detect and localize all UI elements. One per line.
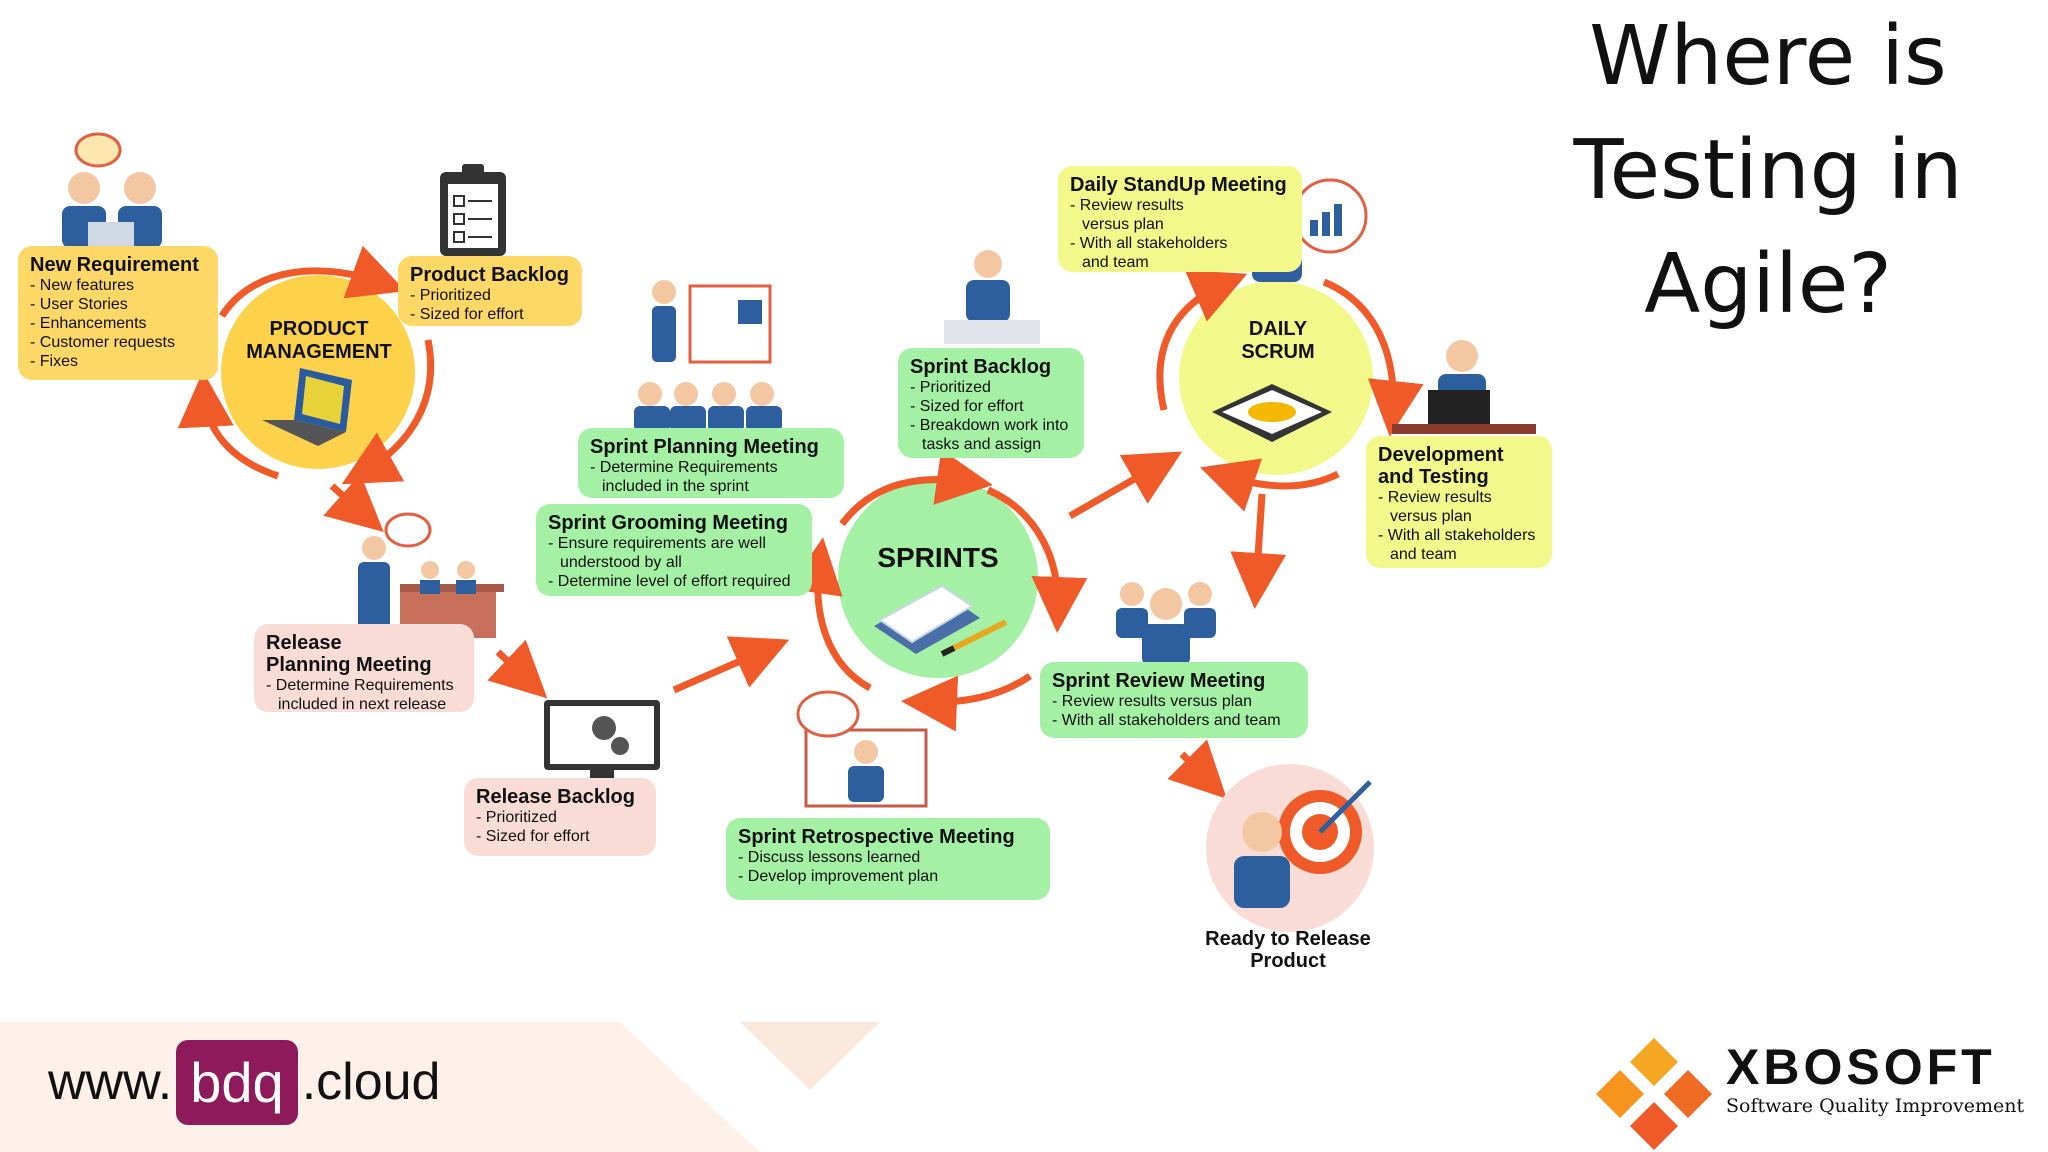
arrow-pm-to-release [323, 473, 384, 532]
xbosoft-logo: XBOSOFT Software Quality Improvement [1726, 1040, 2026, 1118]
sprint-arrow-bottom [901, 673, 1032, 732]
pm-arrow-top [219, 245, 406, 318]
sprint-planning-heading: Sprint Planning Meeting [590, 436, 819, 458]
sprint-arrow-left [787, 537, 872, 692]
xbosoft-name: XBOSOFT [1726, 1039, 1996, 1095]
new-requirement-heading: New Requirement [30, 254, 199, 276]
bdq-cloud-logo: www. bdq .cloud [48, 1026, 440, 1138]
bdq-badge: bdq [176, 1039, 298, 1125]
release-planning-heading-2: Planning Meeting [266, 654, 432, 676]
pm-arrow-right [341, 339, 435, 485]
sprint-review-box: Sprint Review Meeting - Review results v… [1040, 662, 1308, 738]
footer-band-accent [740, 1022, 880, 1090]
sprints-label: SPRINTS [877, 542, 999, 573]
sprint-backlog-box: Sprint Backlog - Prioritized - Sized for… [898, 348, 1084, 458]
sprint-arrow-top [839, 449, 993, 527]
scrum-arrow-left [1156, 270, 1248, 411]
sprint-grooming-heading: Sprint Grooming Meeting [548, 512, 788, 534]
team-illustration-top-left [62, 132, 162, 250]
retrospective-illustration [796, 690, 928, 808]
arrow-sprint-to-scrum [1068, 451, 1183, 520]
development-testing-box: Development and Testing - Review results… [1366, 436, 1552, 568]
xbosoft-tagline: Software Quality Improvement [1726, 1095, 2025, 1117]
sprint-planning-box: Sprint Planning Meeting - Determine Requ… [578, 428, 844, 498]
daily-scrum-label: DAILY SCRUM [1241, 318, 1315, 363]
laptop-icon [262, 368, 352, 446]
release-backlog-box: Release Backlog - Prioritized - Sized fo… [464, 778, 656, 856]
backlog-person-illustration [944, 250, 1040, 344]
cloud-text: .cloud [301, 1053, 441, 1111]
tablet-icon [1212, 384, 1332, 442]
sprint-planning-illustration [634, 280, 782, 432]
sprint-review-heading: Sprint Review Meeting [1052, 670, 1266, 692]
scrum-arrow-bottom [1200, 458, 1340, 512]
www-text: www. [48, 1053, 173, 1111]
arrow-scrum-to-review [1230, 493, 1287, 609]
arrow-release-to-backlog [487, 639, 548, 699]
sprint-grooming-box: Sprint Grooming Meeting - Ensure require… [536, 504, 812, 596]
release-backlog-heading: Release Backlog [476, 786, 635, 808]
arrow-review-to-ready [1167, 739, 1227, 799]
review-team-illustration [1116, 582, 1216, 666]
ready-release-label: Ready to Release Product [1205, 928, 1371, 972]
presenter-illustration [358, 512, 504, 638]
product-management-label: PRODUCT MANAGEMENT [246, 318, 392, 363]
title-line-2: Testing in [1573, 123, 1963, 218]
product-backlog-box: Product Backlog - Prioritized - Sized fo… [398, 256, 582, 326]
sprint-backlog-heading: Sprint Backlog [910, 356, 1052, 378]
title-line-1: Where is [1589, 9, 1947, 104]
arrow-backlog-to-sprint [672, 636, 790, 694]
monitor-gears-icon [544, 700, 660, 784]
new-requirement-box: New Requirement - New features - User St… [18, 246, 218, 380]
daily-standup-heading: Daily StandUp Meeting [1070, 174, 1287, 196]
scrum-arrow-right [1322, 278, 1424, 437]
product-backlog-heading: Product Backlog [410, 264, 569, 286]
pm-arrow-bottom [177, 371, 280, 480]
sprints-circle [838, 478, 1038, 678]
developer-illustration [1392, 340, 1536, 434]
title-line-3: Agile? [1644, 237, 1892, 332]
release-planning-heading-1: Release [266, 632, 342, 654]
clipboard-icon [440, 164, 506, 256]
daily-scrum-circle [1179, 281, 1373, 475]
release-planning-box: Release Planning Meeting - Determine Req… [254, 624, 474, 713]
sprint-retrospective-box: Sprint Retrospective Meeting - Discuss l… [726, 818, 1050, 900]
page-title: Where is Testing in Agile? [1558, 0, 1978, 342]
sprint-arrow-right [986, 486, 1088, 633]
notebook-icon [874, 584, 1008, 657]
xbosoft-logo-mark [1596, 1038, 1712, 1150]
sprint-retrospective-heading: Sprint Retrospective Meeting [738, 826, 1015, 848]
ready-release-illustration [1206, 764, 1374, 932]
daily-standup-box: Daily StandUp Meeting - Review results v… [1058, 166, 1302, 272]
development-testing-heading-2: and Testing [1378, 466, 1489, 488]
development-testing-heading-1: Development [1378, 444, 1504, 466]
